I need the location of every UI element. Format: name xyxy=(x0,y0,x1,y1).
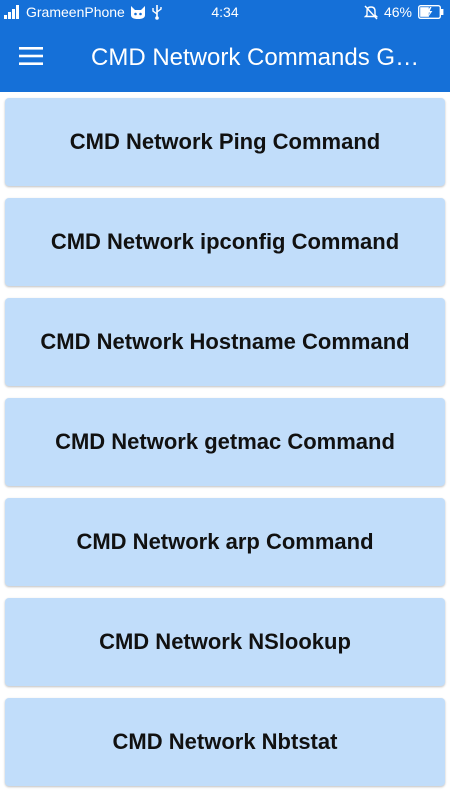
command-item-label: CMD Network Nbtstat xyxy=(112,729,338,754)
command-item-label: CMD Network NSlookup xyxy=(99,629,351,654)
battery-percentage: 46% xyxy=(383,4,412,20)
battery-charging-icon xyxy=(418,5,444,19)
command-item-label: CMD Network Hostname Command xyxy=(40,329,410,354)
signal-icon xyxy=(4,5,22,19)
command-item-nbtstat[interactable]: CMD Network Nbtstat xyxy=(5,698,445,786)
command-item-getmac[interactable]: CMD Network getmac Command xyxy=(5,398,445,486)
command-item-ipconfig[interactable]: CMD Network ipconfig Command xyxy=(5,198,445,286)
command-item-hostname[interactable]: CMD Network Hostname Command xyxy=(5,298,445,386)
status-left: GrameenPhone xyxy=(4,3,163,21)
carrier-name: GrameenPhone xyxy=(26,4,125,20)
page-title: CMD Network Commands Guide xyxy=(91,44,426,71)
menu-button[interactable] xyxy=(14,43,48,73)
command-item-nslookup[interactable]: CMD Network NSlookup xyxy=(5,598,445,686)
status-bar: GrameenPhone 4:34 46% xyxy=(0,0,450,24)
status-time: 4:34 xyxy=(211,4,239,20)
command-list: CMD Network Ping Command CMD Network ipc… xyxy=(0,92,450,800)
app-bar: CMD Network Commands Guide xyxy=(0,24,450,92)
status-right: 46% xyxy=(363,3,444,21)
command-item-ping[interactable]: CMD Network Ping Command xyxy=(5,98,445,186)
command-item-arp[interactable]: CMD Network arp Command xyxy=(5,498,445,586)
command-item-label: CMD Network arp Command xyxy=(76,529,374,554)
mute-icon xyxy=(363,4,378,20)
command-item-label: CMD Network getmac Command xyxy=(55,429,395,454)
command-item-label: CMD Network Ping Command xyxy=(69,129,381,154)
hamburger-menu-icon xyxy=(19,46,43,71)
cat-notification-icon xyxy=(129,4,147,20)
usb-icon xyxy=(151,4,163,20)
command-item-label: CMD Network ipconfig Command xyxy=(50,229,400,254)
